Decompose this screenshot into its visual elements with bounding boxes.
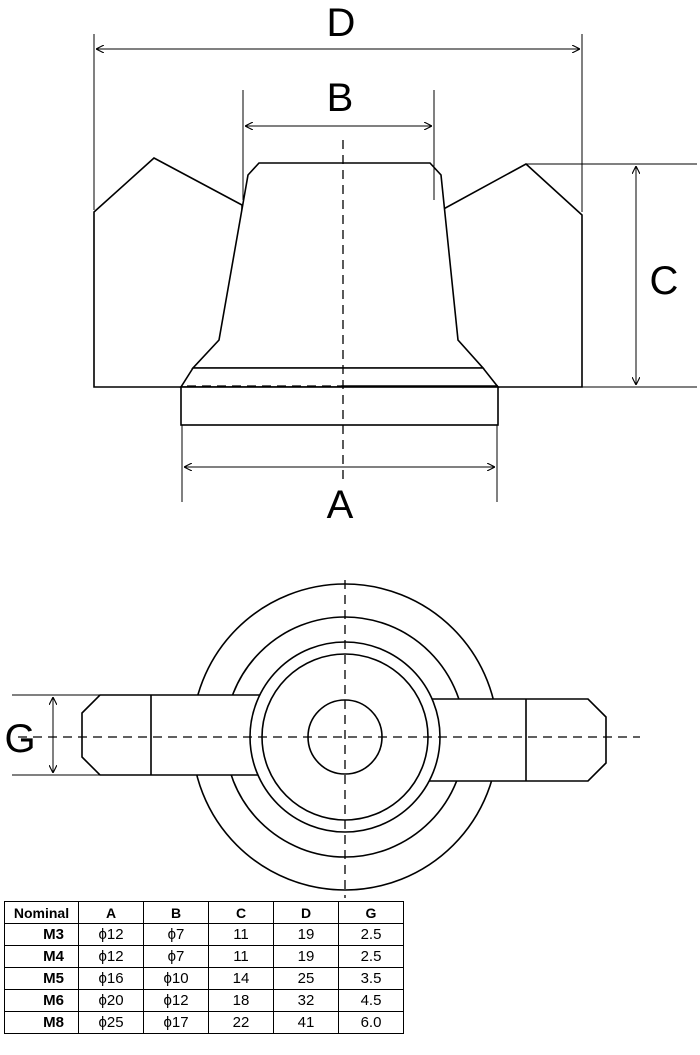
- label-g: G: [4, 717, 35, 761]
- dimension-table: Nominal A B C D G M3 ϕ12 ϕ7 11 19 2.5 M4…: [4, 901, 404, 1034]
- label-c: C: [650, 259, 679, 303]
- top-view: G: [4, 580, 640, 898]
- central-boss: [191, 162, 485, 369]
- flange: [179, 367, 500, 388]
- header-nominal: Nominal: [4, 901, 79, 924]
- cell-nominal: M3: [4, 923, 79, 946]
- cell-d: 32: [273, 989, 339, 1012]
- top-right-wing: [427, 698, 607, 782]
- cell-a: ϕ12: [78, 923, 144, 946]
- cell-g: 6.0: [338, 1011, 404, 1034]
- table-row: M3 ϕ12 ϕ7 11 19 2.5: [4, 923, 404, 946]
- cell-c: 14: [208, 967, 274, 990]
- cell-b: ϕ10: [143, 967, 209, 990]
- cell-a: ϕ12: [78, 945, 144, 968]
- table-row: M5 ϕ16 ϕ10 14 25 3.5: [4, 967, 404, 990]
- cell-g: 2.5: [338, 945, 404, 968]
- label-a: A: [327, 483, 354, 527]
- cell-c: 11: [208, 923, 274, 946]
- cell-nominal: M4: [4, 945, 79, 968]
- header-c: C: [208, 901, 274, 924]
- cell-g: 4.5: [338, 989, 404, 1012]
- top-left-wing: [81, 694, 263, 776]
- cell-c: 18: [208, 989, 274, 1012]
- front-view: D B C A: [93, 1, 697, 527]
- cell-b: ϕ12: [143, 989, 209, 1012]
- table-row: M4 ϕ12 ϕ7 11 19 2.5: [4, 945, 404, 968]
- table-row: M8 ϕ25 ϕ17 22 41 6.0: [4, 1011, 404, 1034]
- table-row: M6 ϕ20 ϕ12 18 32 4.5: [4, 989, 404, 1012]
- cell-c: 11: [208, 945, 274, 968]
- cell-g: 2.5: [338, 923, 404, 946]
- label-b: B: [327, 76, 354, 120]
- cell-b: ϕ17: [143, 1011, 209, 1034]
- header-a: A: [78, 901, 144, 924]
- cell-nominal: M5: [4, 967, 79, 990]
- table-header-row: Nominal A B C D G: [4, 901, 404, 924]
- cell-d: 25: [273, 967, 339, 990]
- cell-d: 19: [273, 945, 339, 968]
- cell-d: 41: [273, 1011, 339, 1034]
- cell-a: ϕ20: [78, 989, 144, 1012]
- cell-b: ϕ7: [143, 923, 209, 946]
- cell-c: 22: [208, 1011, 274, 1034]
- cell-b: ϕ7: [143, 945, 209, 968]
- header-d: D: [273, 901, 339, 924]
- header-g: G: [338, 901, 404, 924]
- cell-a: ϕ25: [78, 1011, 144, 1034]
- header-b: B: [143, 901, 209, 924]
- cell-nominal: M6: [4, 989, 79, 1012]
- cell-g: 3.5: [338, 967, 404, 990]
- cell-d: 19: [273, 923, 339, 946]
- label-d: D: [327, 1, 356, 45]
- cell-nominal: M8: [4, 1011, 79, 1034]
- cell-a: ϕ16: [78, 967, 144, 990]
- base-washer: [180, 386, 499, 426]
